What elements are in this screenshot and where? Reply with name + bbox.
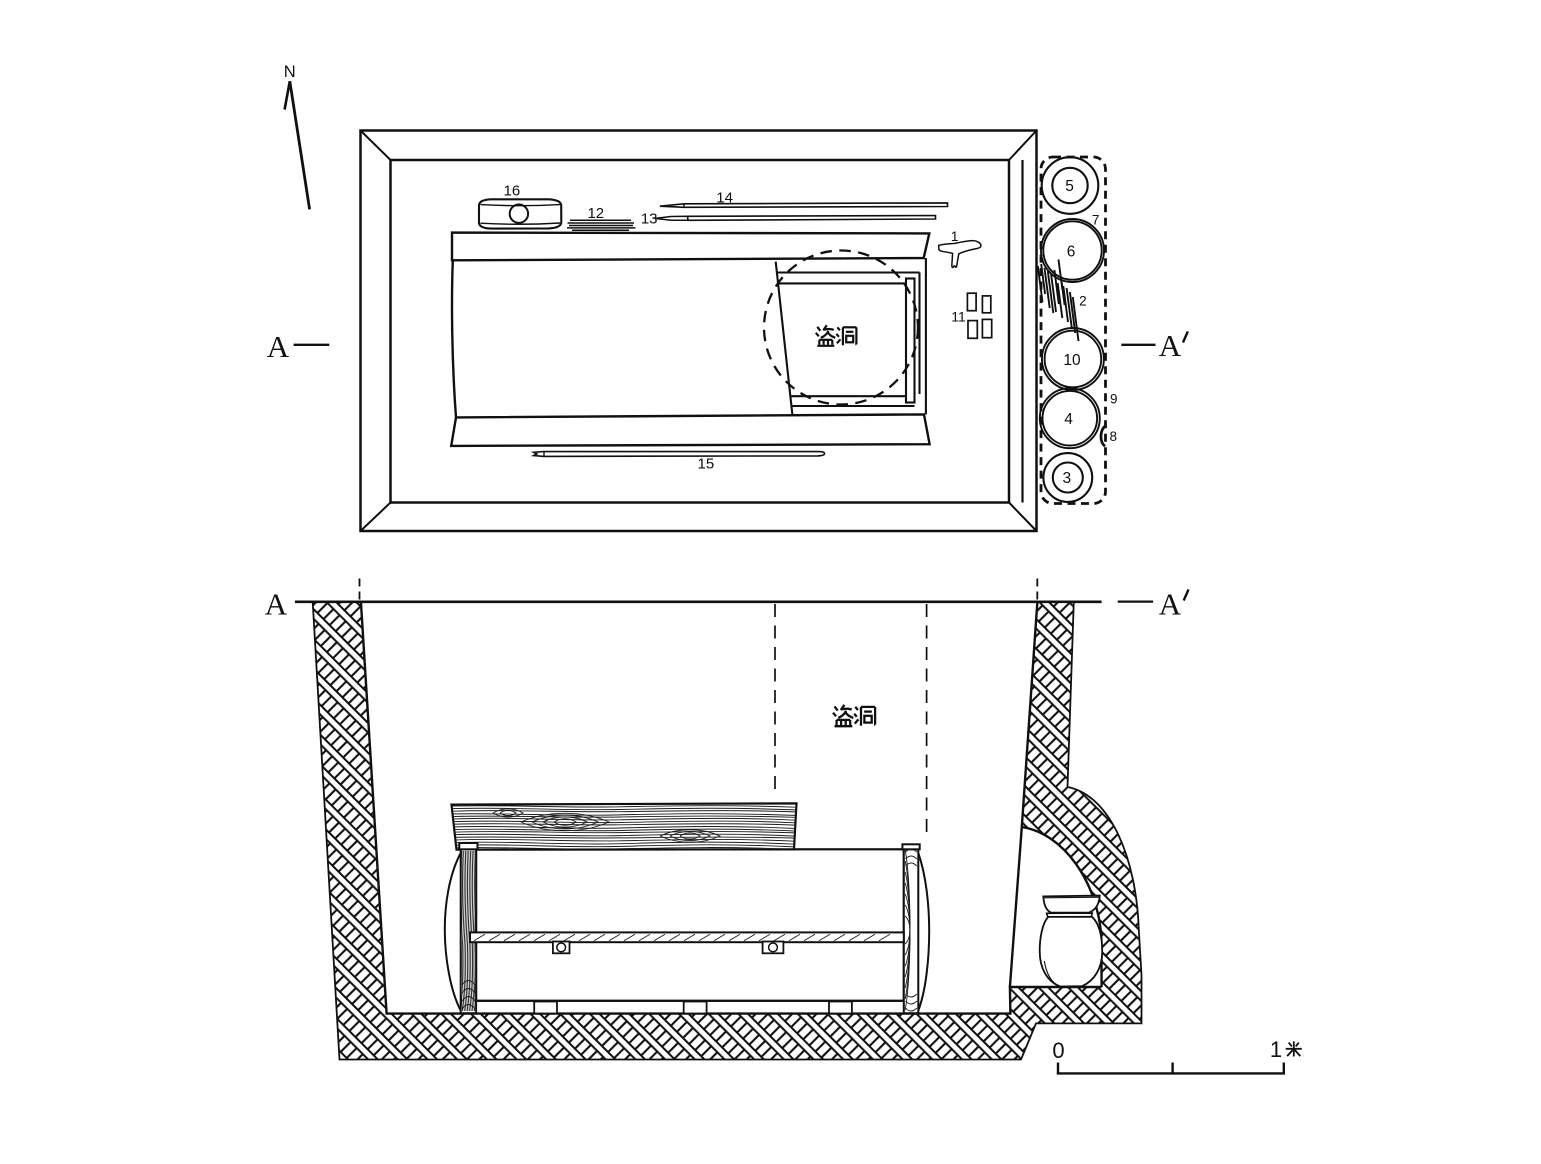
svg-text:10: 10 — [1063, 352, 1081, 369]
svg-text:5: 5 — [1065, 178, 1074, 195]
svg-text:7: 7 — [1092, 213, 1100, 228]
svg-text:N: N — [284, 63, 296, 81]
svg-text:13: 13 — [641, 211, 658, 228]
svg-text:14: 14 — [716, 190, 733, 207]
svg-text:9: 9 — [1110, 391, 1118, 406]
svg-text:A: A — [265, 587, 288, 622]
svg-text:11: 11 — [951, 309, 966, 325]
svg-text:3: 3 — [1062, 470, 1071, 487]
svg-text:8: 8 — [1109, 429, 1117, 444]
svg-text:16: 16 — [504, 183, 521, 200]
svg-text:A: A — [1159, 586, 1182, 621]
svg-text:2: 2 — [1079, 293, 1087, 308]
svg-text:15: 15 — [698, 456, 715, 473]
svg-text:1: 1 — [1270, 1037, 1282, 1062]
svg-text:A: A — [267, 329, 290, 364]
svg-text:1: 1 — [951, 228, 959, 244]
svg-text:A: A — [1159, 328, 1182, 363]
svg-text:6: 6 — [1067, 244, 1076, 261]
svg-text:4: 4 — [1064, 411, 1073, 428]
svg-text:12: 12 — [587, 205, 604, 222]
svg-text:0: 0 — [1052, 1038, 1064, 1063]
